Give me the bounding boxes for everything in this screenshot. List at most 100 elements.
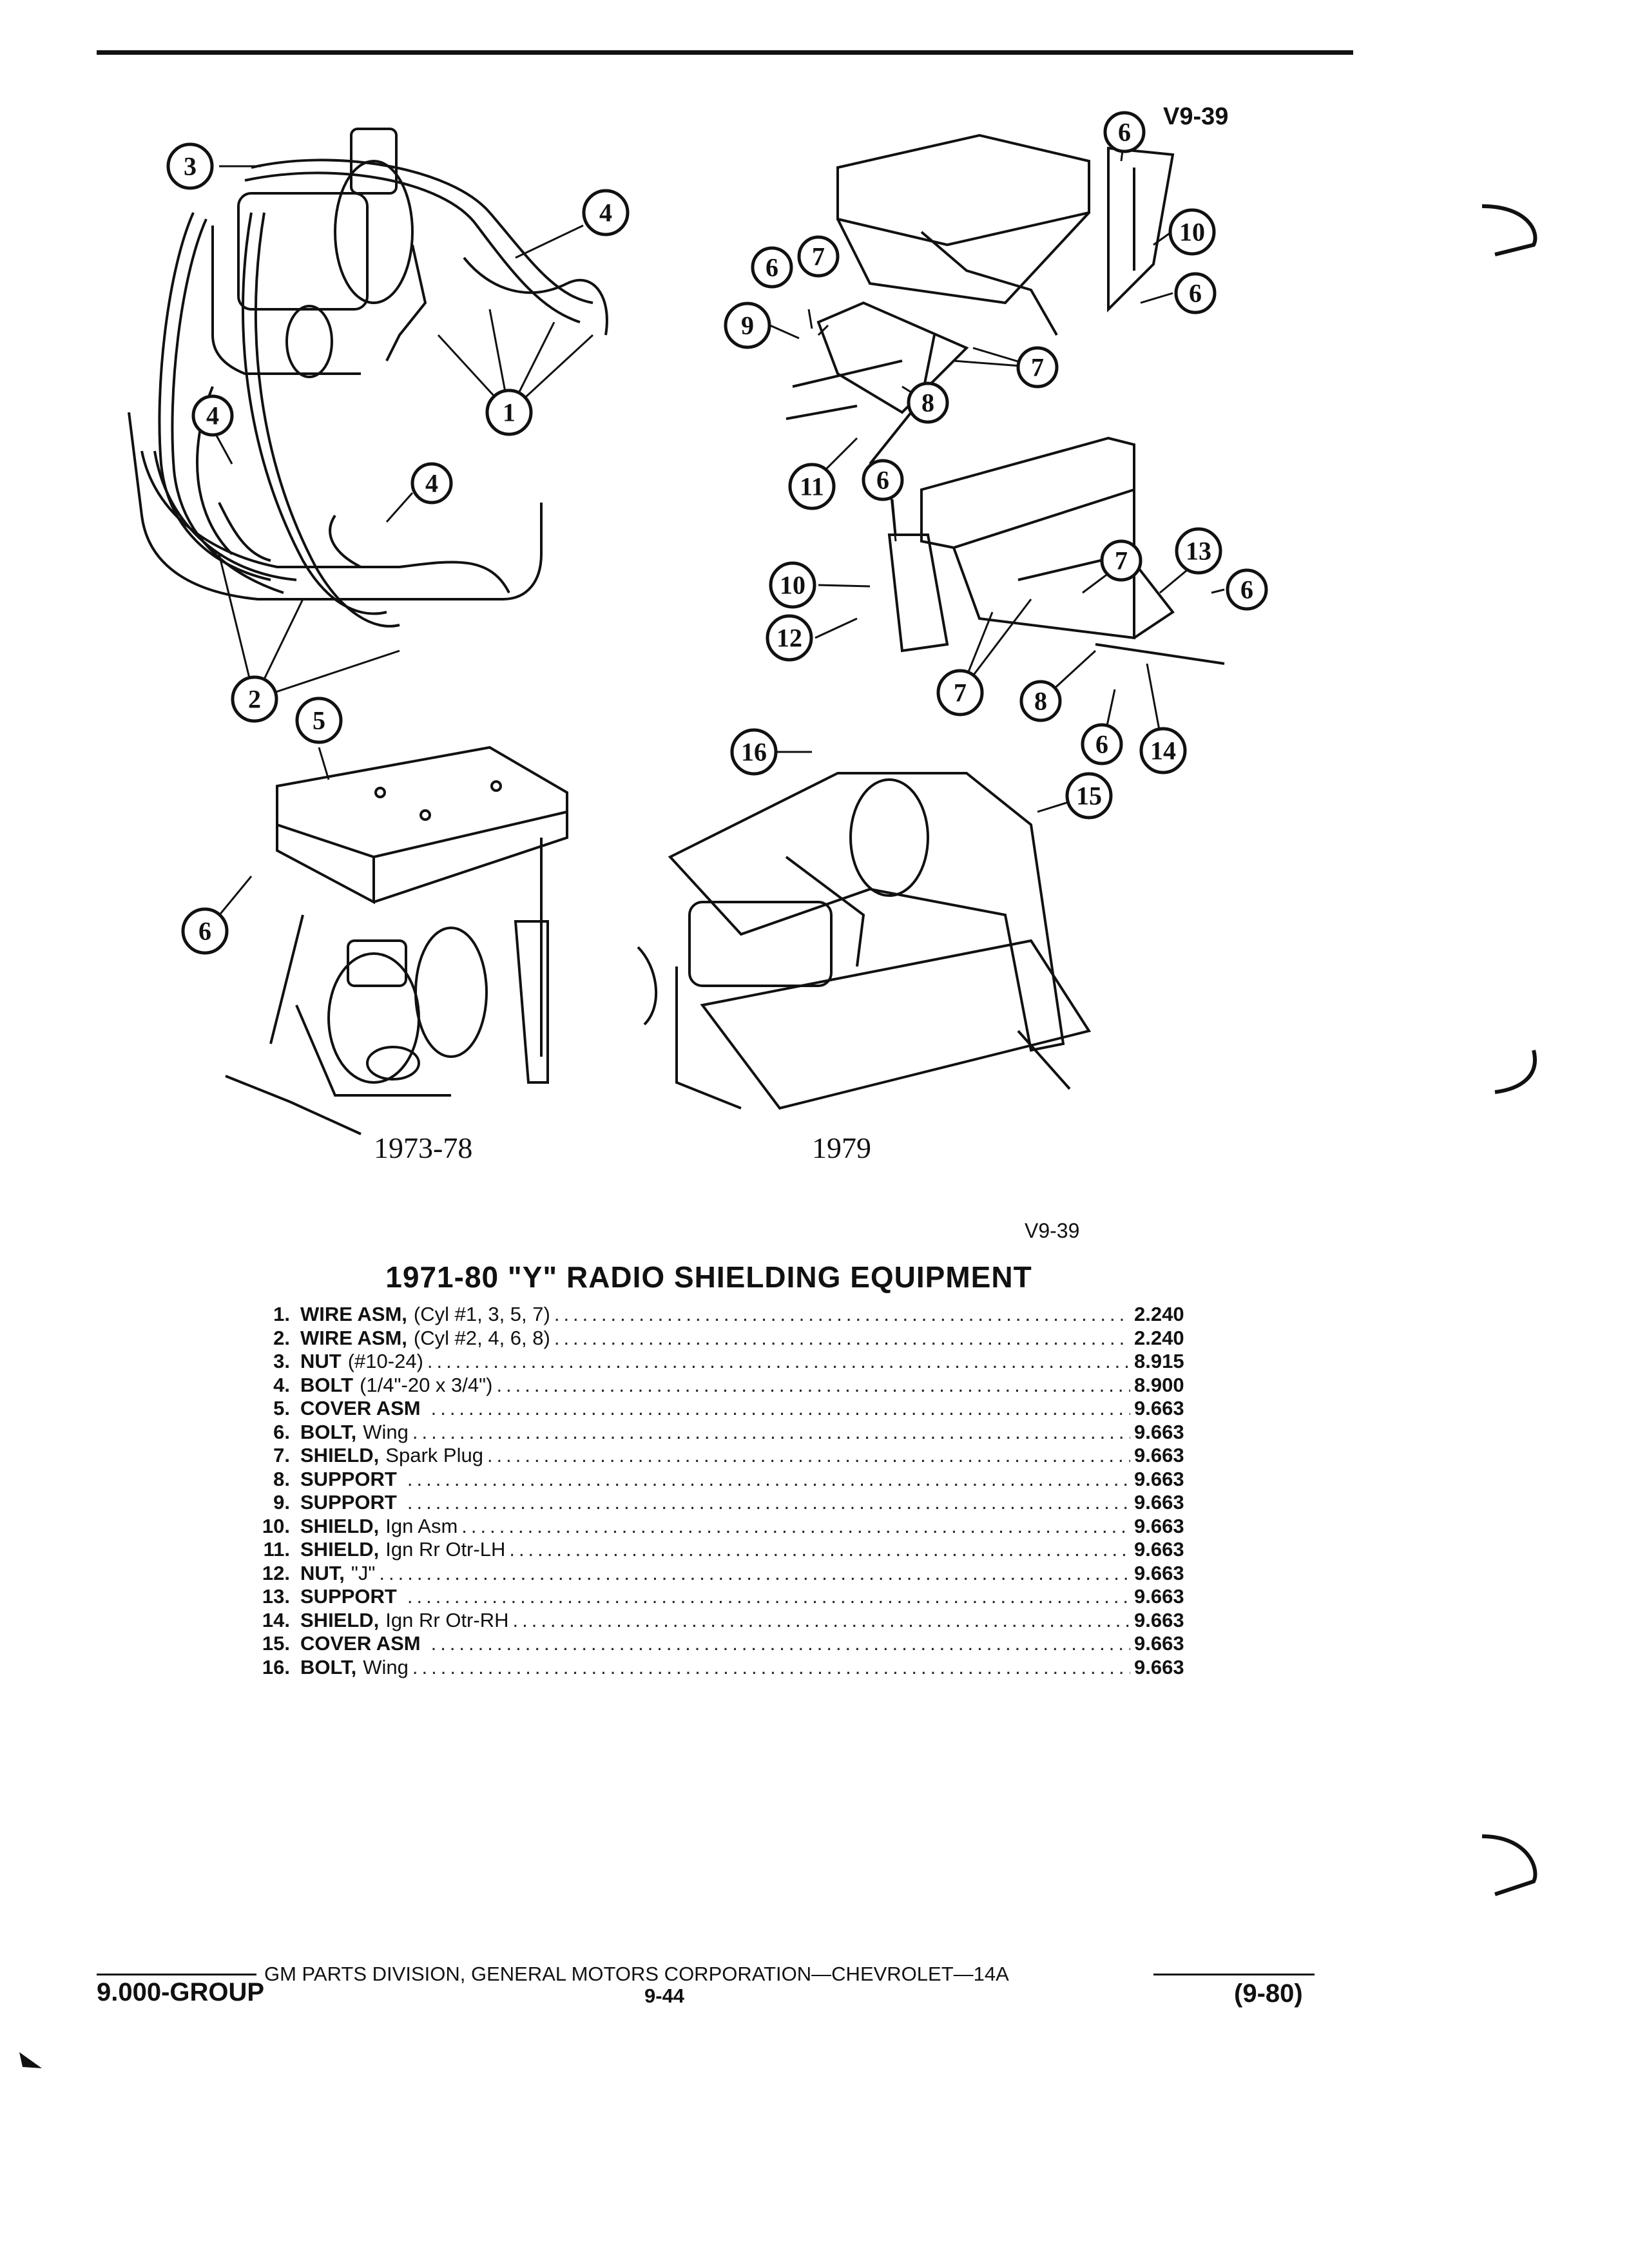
part-row: 9.SUPPORT...............................… <box>226 1491 1205 1515</box>
group-code: 9.663 <box>1134 1397 1184 1419</box>
part-name: SHIELD, <box>300 1538 380 1561</box>
part-name: BOLT, <box>300 1420 357 1443</box>
caption-1973-78: 1973-78 <box>374 1131 473 1164</box>
caption-1979: 1979 <box>812 1131 871 1164</box>
figure-code-bottom: V9-39 <box>1025 1219 1080 1242</box>
callout-16: 16 <box>730 728 778 776</box>
svg-text:10: 10 <box>780 571 805 600</box>
callout-14: 14 <box>1139 727 1187 774</box>
svg-text:4: 4 <box>206 401 219 430</box>
part-name: SUPPORT <box>300 1491 397 1514</box>
wire-harness-drawing <box>128 128 608 628</box>
callout-6: 6 <box>1081 723 1123 765</box>
callout-6: 6 <box>862 459 904 501</box>
part-description: (Cyl #2, 4, 6, 8) <box>413 1326 550 1349</box>
part-row: 5.COVER ASM.............................… <box>226 1397 1205 1421</box>
part-number: 9. <box>273 1491 290 1514</box>
group-code: 9.663 <box>1134 1420 1184 1443</box>
part-description: (Cyl #1, 3, 5, 7) <box>413 1303 550 1325</box>
part-number: 12. <box>262 1561 290 1584</box>
svg-text:7: 7 <box>812 242 825 271</box>
leader-dots: ........................................… <box>512 1608 1130 1631</box>
svg-text:4: 4 <box>599 198 612 227</box>
svg-text:16: 16 <box>741 738 767 767</box>
svg-text:7: 7 <box>1031 353 1044 382</box>
part-number: 6. <box>273 1420 290 1443</box>
footer-page-number: 9-44 <box>644 1984 685 2007</box>
part-row: 16.BOLT,Wing............................… <box>226 1656 1205 1680</box>
part-row: 10.SHIELD,Ign Asm.......................… <box>226 1515 1205 1539</box>
part-description: Ign Rr Otr-RH <box>385 1608 509 1631</box>
part-row: 1.WIRE ASM,(Cyl #1, 3, 5, 7)............… <box>226 1303 1205 1327</box>
callout-10: 10 <box>769 561 816 609</box>
part-row: 13.SUPPORT..............................… <box>226 1585 1205 1609</box>
footer-rule-left <box>97 1974 256 1975</box>
svg-text:15: 15 <box>1076 782 1102 811</box>
part-description: "J" <box>351 1561 376 1584</box>
footer-date: (9-80) <box>1234 1979 1303 2008</box>
part-row: 14.SHIELD,Ign Rr Otr-RH.................… <box>226 1609 1205 1633</box>
callout-5: 5 <box>295 697 343 744</box>
callout-labels: 3 4 1 4 4 2 5 6 6 7 9 7 8 11 6 10 12 7 1… <box>166 111 1268 955</box>
part-description: Ign Rr Otr-LH <box>385 1538 506 1561</box>
callout-12: 12 <box>766 614 813 662</box>
part-name: SHIELD, <box>300 1608 380 1631</box>
svg-text:8: 8 <box>921 389 934 418</box>
part-number: 5. <box>273 1397 290 1419</box>
svg-text:4: 4 <box>425 469 438 498</box>
group-code: 9.663 <box>1134 1491 1184 1514</box>
carburetor-cover-drawing <box>637 772 1092 1110</box>
part-description: Wing <box>363 1655 409 1678</box>
leader-dots: ........................................… <box>412 1655 1130 1678</box>
callout-7: 7 <box>936 669 984 716</box>
callout-3: 3 <box>166 142 214 190</box>
group-code: 2.240 <box>1134 1303 1184 1325</box>
callout-4: 4 <box>191 394 234 437</box>
part-name: NUT <box>300 1350 342 1372</box>
part-number: 8. <box>273 1467 290 1490</box>
svg-text:12: 12 <box>776 624 802 653</box>
part-description: (1/4"-20 x 3/4") <box>360 1373 493 1396</box>
callout-7: 7 <box>797 235 840 278</box>
part-name: SUPPORT <box>300 1585 397 1608</box>
callout-1: 1 <box>485 389 533 436</box>
callout-11: 11 <box>788 463 836 510</box>
part-name: SHIELD, <box>300 1514 380 1537</box>
part-name: SHIELD, <box>300 1444 380 1466</box>
callout-6: 6 <box>1103 111 1146 153</box>
svg-text:6: 6 <box>1240 575 1253 604</box>
part-row: 11.SHIELD,Ign Rr Otr-LH.................… <box>226 1538 1205 1562</box>
group-code: 8.900 <box>1134 1373 1184 1396</box>
callout-6: 6 <box>1226 568 1268 611</box>
group-code: 8.915 <box>1134 1350 1184 1372</box>
callout-8: 8 <box>907 381 949 424</box>
group-code: 9.663 <box>1134 1608 1184 1631</box>
group-code: 9.663 <box>1134 1655 1184 1678</box>
svg-text:7: 7 <box>954 678 967 707</box>
part-name: WIRE ASM, <box>300 1303 407 1325</box>
callout-10: 10 <box>1168 208 1216 256</box>
figure-code-top: V9-39 <box>1163 103 1229 130</box>
leader-dots: ........................................… <box>554 1303 1130 1325</box>
svg-text:1: 1 <box>503 398 516 427</box>
leader-dots: ........................................… <box>379 1561 1130 1584</box>
svg-text:6: 6 <box>1189 279 1202 308</box>
parts-list: 1.WIRE ASM,(Cyl #1, 3, 5, 7)............… <box>226 1303 1205 1679</box>
part-name: NUT, <box>300 1561 345 1584</box>
svg-text:10: 10 <box>1179 218 1205 247</box>
svg-text:2: 2 <box>248 685 261 714</box>
section-title: 1971-80 "Y" RADIO SHIELDING EQUIPMENT <box>385 1260 1032 1294</box>
callout-8: 8 <box>1019 680 1062 722</box>
part-description: Ign Asm <box>385 1514 458 1537</box>
svg-text:9: 9 <box>741 311 754 340</box>
part-description: Wing <box>363 1420 409 1443</box>
svg-text:6: 6 <box>198 917 211 946</box>
callout-6: 6 <box>1174 272 1217 314</box>
part-row: 15.COVER ASM............................… <box>226 1632 1205 1656</box>
part-name: COVER ASM <box>300 1397 421 1419</box>
callout-9: 9 <box>724 302 771 349</box>
part-number: 11. <box>263 1538 290 1561</box>
callout-7: 7 <box>1100 539 1142 582</box>
leader-lines <box>205 135 1225 932</box>
part-row: 12. NUT, "J"..............................… <box>226 1562 1205 1586</box>
